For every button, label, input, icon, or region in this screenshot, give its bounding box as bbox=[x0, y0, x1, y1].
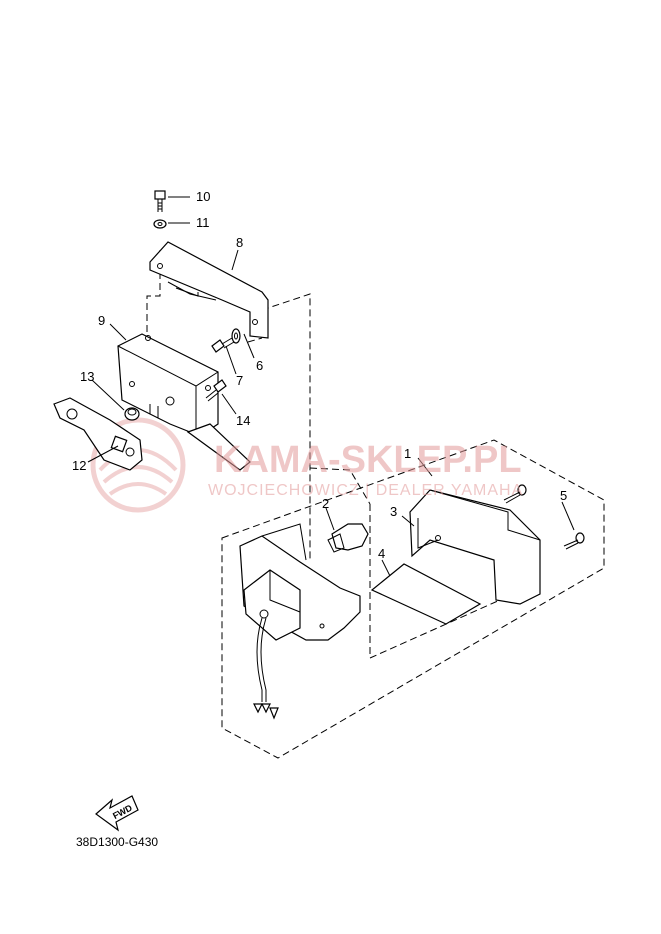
gasket-4 bbox=[370, 563, 482, 625]
callout-10: 10 bbox=[196, 189, 210, 204]
upper-bracket bbox=[149, 241, 269, 339]
callout-9: 9 bbox=[98, 313, 105, 328]
callout-4: 4 bbox=[378, 546, 385, 561]
callout-3: 3 bbox=[390, 504, 397, 519]
watermark: KAMA-SKLEP.PL WOJCIECHOWICZ | DEALER YAM… bbox=[208, 439, 523, 499]
watermark-main: KAMA-SKLEP.PL bbox=[214, 439, 522, 481]
lens-housing-3 bbox=[409, 489, 541, 605]
callout-14: 14 bbox=[236, 413, 250, 428]
callout-6: 6 bbox=[256, 358, 263, 373]
bolt-14 bbox=[205, 379, 227, 402]
callout-5: 5 bbox=[560, 488, 567, 503]
bulb-2 bbox=[327, 523, 369, 553]
screw-5 bbox=[503, 484, 585, 550]
nut-13 bbox=[124, 407, 140, 421]
callouts: 10 11 8 9 6 7 14 13 12 1 2 3 4 5 bbox=[72, 189, 567, 561]
leader-lines bbox=[87, 196, 575, 577]
callout-2: 2 bbox=[322, 496, 329, 511]
assembly-outline bbox=[221, 439, 605, 759]
fwd-arrow-icon: FWD bbox=[95, 795, 139, 832]
washer-6 bbox=[231, 328, 241, 344]
lower-bracket bbox=[117, 333, 251, 471]
diagram-code: 38D1300-G430 bbox=[76, 835, 158, 849]
bolt-10 bbox=[154, 190, 166, 212]
callout-1: 1 bbox=[404, 446, 411, 461]
callout-8: 8 bbox=[236, 235, 243, 250]
callout-13: 13 bbox=[80, 369, 94, 384]
bolt-7 bbox=[211, 337, 235, 353]
callout-7: 7 bbox=[236, 373, 243, 388]
washer-11 bbox=[153, 219, 167, 229]
taillight-body bbox=[239, 523, 361, 720]
watermark-sub: WOJCIECHOWICZ | DEALER YAMAHA bbox=[208, 482, 523, 499]
callout-11: 11 bbox=[196, 215, 210, 230]
callout-12: 12 bbox=[72, 458, 86, 473]
